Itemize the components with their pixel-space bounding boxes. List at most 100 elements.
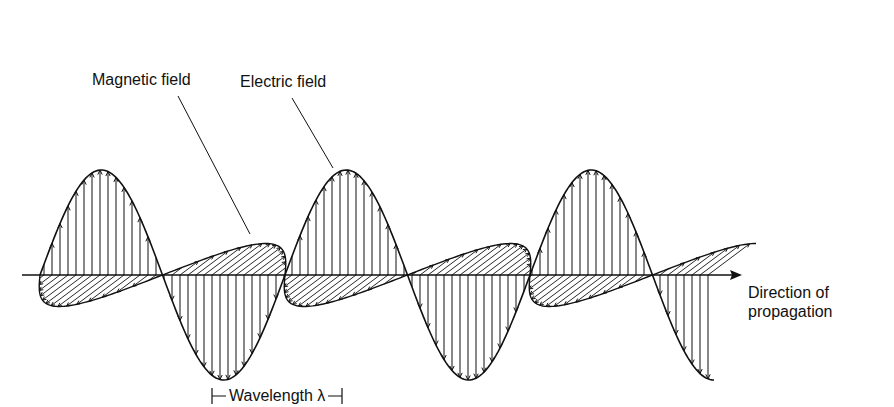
electric-vector <box>68 206 69 275</box>
electric-vector <box>172 275 173 300</box>
electric-vector <box>492 275 493 362</box>
field-arrowhead <box>280 251 284 255</box>
magnetic-vector <box>228 244 270 275</box>
electric-vector <box>428 275 429 328</box>
magnetic-vector <box>452 246 490 275</box>
electric-vector <box>252 275 253 354</box>
electric-vector <box>308 217 309 275</box>
leaders <box>178 96 342 404</box>
electric-vector <box>52 243 53 275</box>
axis-arrowhead <box>730 270 742 280</box>
electric-vector <box>684 275 685 351</box>
magnetic-vector <box>204 247 241 275</box>
electric-vector <box>436 275 437 345</box>
wave-strokes <box>22 170 756 380</box>
magnetic-vector <box>436 254 464 275</box>
magnetic-vector <box>39 275 60 290</box>
magnetic-vector <box>589 275 620 298</box>
electric-vector <box>516 275 517 312</box>
magnetic-vector <box>516 264 531 275</box>
electric-vector <box>708 275 709 379</box>
magnetic-vector <box>180 261 198 275</box>
electric-vector <box>332 177 333 275</box>
electric-vector <box>364 181 365 275</box>
magnetic-vector <box>286 275 316 297</box>
magnetic-vector <box>540 275 580 305</box>
field-arrowhead <box>293 301 297 305</box>
magnetic-vector <box>244 248 280 275</box>
magnetic-vector <box>260 256 285 275</box>
electric-vector <box>356 173 357 275</box>
electric-vector <box>372 192 373 275</box>
electric-vector <box>468 275 469 380</box>
magnetic-vector <box>326 275 364 303</box>
magnetic-vector <box>220 244 262 275</box>
magnetic-vector <box>529 275 548 289</box>
magnetic-vector <box>668 263 684 275</box>
leader-line <box>178 96 250 234</box>
electric-vector <box>508 275 509 331</box>
electric-vector <box>636 232 637 275</box>
magnetic-vector <box>51 275 92 306</box>
electric-vector <box>484 275 485 372</box>
field-arrowhead <box>523 249 527 253</box>
magnetic-vector <box>692 248 728 275</box>
electric-vector <box>500 275 501 348</box>
magnetic-vector <box>284 275 300 287</box>
electric-vector <box>84 180 85 275</box>
magnetic-vector <box>276 268 286 275</box>
magnetic-vector <box>89 275 124 301</box>
electric-vector <box>628 213 629 275</box>
electric-vector <box>620 197 621 275</box>
magnetic-vector <box>535 275 572 303</box>
field-arrowhead <box>277 248 281 252</box>
electric-vector <box>140 218 141 275</box>
field-arrowhead <box>43 297 47 301</box>
electric-vector <box>380 207 381 275</box>
field-arrowhead <box>286 294 290 298</box>
electric-vector <box>396 244 397 275</box>
magnetic-vector <box>133 275 148 286</box>
magnetic-vector <box>236 245 276 275</box>
electric-vector <box>348 170 349 275</box>
electric-vector <box>132 201 133 275</box>
electric-vector <box>324 187 325 275</box>
magnetic-wave <box>39 244 756 307</box>
electric-vector <box>188 275 189 339</box>
axis-label: Direction of propagation <box>748 283 860 321</box>
magnetic-vector <box>77 275 116 304</box>
electric-vector <box>124 187 125 275</box>
electric-vector <box>236 275 237 375</box>
electric-vector <box>564 195 565 275</box>
electric-vector <box>148 237 149 275</box>
magnetic-vector <box>46 275 84 303</box>
magnetic-vector <box>196 251 228 275</box>
field-arrowhead <box>289 298 293 302</box>
electric-vector <box>180 275 181 321</box>
magnetic-vector <box>576 275 612 302</box>
field-arrowhead <box>46 300 50 304</box>
electric-vector <box>452 275 453 370</box>
electric-vector <box>100 170 101 275</box>
electric-vector <box>276 275 277 299</box>
electric-vector <box>228 275 229 379</box>
electric-vector <box>572 183 573 275</box>
magnetic-vector <box>546 275 588 306</box>
electric-vector <box>476 275 477 378</box>
electric-vector <box>108 172 109 275</box>
magnetic-vector <box>508 258 530 275</box>
magnetic-vector <box>293 275 332 304</box>
magnetic-vector <box>252 251 283 275</box>
electric-vector <box>692 275 693 364</box>
magnetic-vector <box>484 246 523 275</box>
magnetic-vector <box>339 275 372 300</box>
field-arrowhead <box>525 253 529 257</box>
electric-vector <box>204 275 205 367</box>
electric-vector <box>316 200 317 275</box>
magnetic-vector <box>468 244 510 275</box>
electric-vector <box>300 236 301 275</box>
magnetic-vector <box>684 252 714 275</box>
magnetic-vector <box>368 275 388 290</box>
electric-vector <box>260 275 261 338</box>
field-arrowhead <box>519 246 523 250</box>
